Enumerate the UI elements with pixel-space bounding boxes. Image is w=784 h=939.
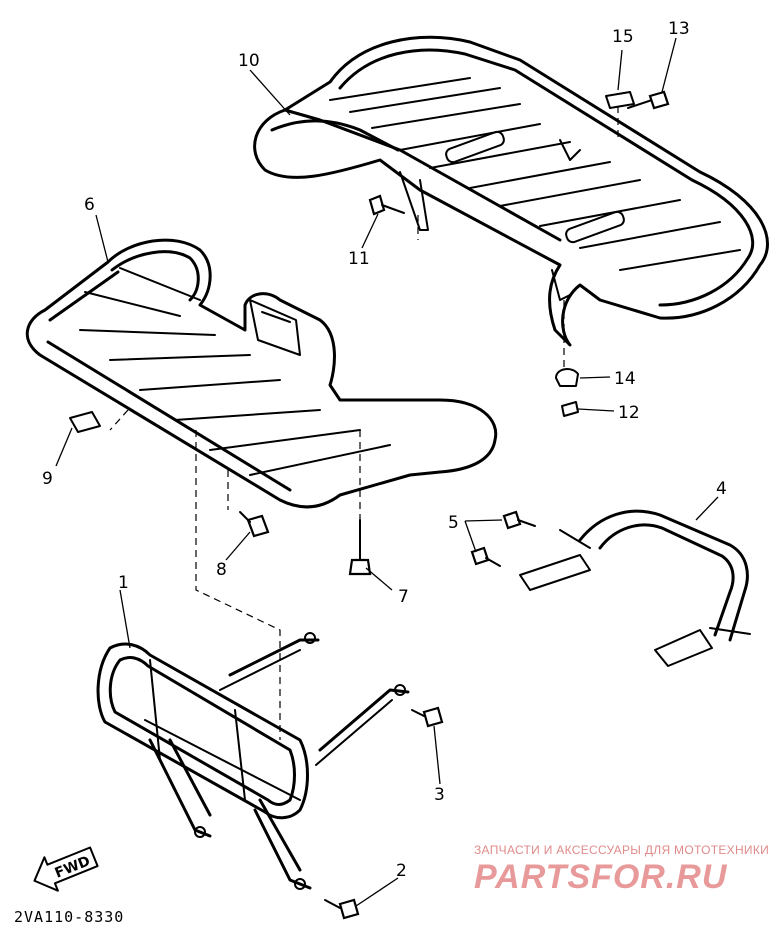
callout-numbers: 1 2 3 4 5 6 7 8 9 10 11 12 13 14 15	[42, 19, 727, 881]
callout-7: 7	[398, 587, 409, 607]
part-2-bolt[interactable]	[324, 898, 360, 920]
callout-13: 13	[668, 19, 690, 39]
part-11-bolt[interactable]	[368, 194, 405, 216]
part-7-bolt[interactable]	[348, 519, 372, 576]
callout-8: 8	[216, 560, 227, 580]
drawing-code: 2VA110-8330	[14, 908, 124, 926]
callout-9: 9	[42, 469, 53, 489]
callout-4: 4	[716, 479, 727, 499]
callout-14: 14	[614, 369, 636, 389]
callout-5: 5	[448, 513, 459, 533]
assembly-dashed-lines	[109, 106, 619, 740]
part-9-label-plate[interactable]	[69, 411, 101, 433]
part-1-front-guard[interactable]	[96, 632, 410, 890]
callout-6: 6	[84, 195, 95, 215]
part-14-clip[interactable]	[555, 368, 579, 387]
part-3-bolt[interactable]	[411, 706, 444, 728]
part-4-rear-stay[interactable]	[519, 509, 751, 667]
watermark-tagline: ЗАПЧАСТИ И АКСЕССУАРЫ ДЛЯ МОТОТЕХНИКИ	[474, 843, 769, 857]
callout-11: 11	[348, 249, 370, 269]
fwd-arrow: FWD	[33, 846, 99, 892]
part-13-bolt[interactable]	[627, 90, 670, 110]
leader-lines	[55, 37, 719, 907]
watermark-logo: PARTSFOR.RU	[474, 858, 728, 896]
part-12-nut[interactable]	[561, 401, 579, 417]
part-10-rear-carrier[interactable]	[253, 35, 769, 347]
callout-1: 1	[118, 573, 129, 593]
callout-3: 3	[434, 785, 445, 805]
callout-12: 12	[618, 403, 640, 423]
part-5-bolts[interactable]	[470, 510, 536, 567]
callout-10: 10	[238, 51, 260, 71]
part-6-front-carrier[interactable]	[25, 238, 498, 509]
part-8-bolt[interactable]	[239, 511, 270, 538]
callout-2: 2	[396, 861, 407, 881]
fwd-label: FWD	[53, 853, 93, 882]
part-15-label-plate[interactable]	[605, 91, 635, 109]
callout-15: 15	[612, 27, 634, 47]
